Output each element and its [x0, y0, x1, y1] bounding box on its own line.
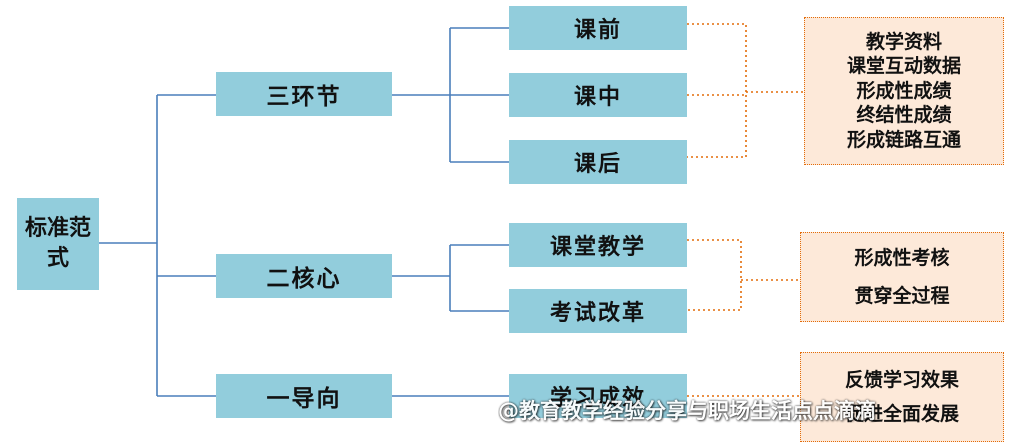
- leaf-node-before-class: 课前: [509, 6, 687, 50]
- bracket-group1: [687, 23, 804, 158]
- connector-branch2-children: [392, 244, 509, 312]
- root-node: 标准范式: [17, 198, 99, 290]
- note-box-feedback: 反馈学习效果 促进全面发展: [800, 352, 1004, 442]
- connector-root-branches: [99, 94, 216, 397]
- tree-connectors: [99, 27, 509, 397]
- note-brackets: [687, 23, 804, 397]
- note-line: 促进全面发展: [844, 403, 959, 425]
- bracket-group2: [687, 239, 800, 311]
- leaf-node-after-class: 课后: [509, 140, 687, 184]
- note-line: 形成性成绩: [856, 79, 952, 102]
- branch-node-three-steps: 三环节: [216, 72, 392, 116]
- note-box-data-chain: 教学资料 课堂互动数据 形成性成绩 终结性成绩 形成链路互通: [804, 17, 1004, 165]
- note-line: 贯穿全过程: [854, 285, 950, 307]
- leaf-node-exam-reform: 考试改革: [509, 289, 687, 333]
- connector-branch1-children: [392, 27, 509, 163]
- note-line: 形成链路互通: [846, 128, 961, 151]
- branch-node-one-orientation: 一导向: [216, 374, 392, 418]
- leaf-node-learning-outcomes: 学习成效: [509, 374, 687, 418]
- note-line: 终结性成绩: [856, 104, 952, 127]
- note-line: 反馈学习效果: [844, 369, 959, 391]
- branch-node-two-cores: 二核心: [216, 254, 392, 298]
- leaf-node-classroom-teaching: 课堂教学: [509, 223, 687, 267]
- note-line: 课堂互动数据: [846, 55, 961, 78]
- note-box-formative-assessment: 形成性考核 贯穿全过程: [800, 232, 1004, 322]
- note-line: 教学资料: [865, 30, 942, 53]
- note-line: 形成性考核: [854, 247, 950, 269]
- leaf-node-in-class: 课中: [509, 73, 687, 117]
